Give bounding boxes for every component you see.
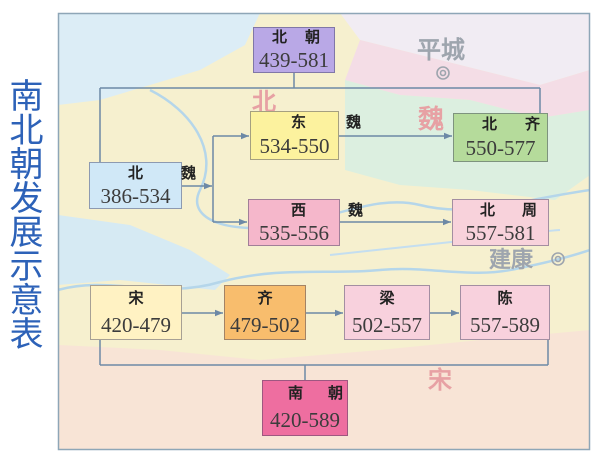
dynasty-years: 557-589 [470,312,540,337]
dynasty-name: 东魏 [291,113,402,131]
dynasty-box-xiwei: 西魏 535-556 [248,199,406,246]
capital-city-marker-icon [436,66,450,80]
dynasty-box-liang: 梁 502-557 [344,285,430,340]
connectors [99,73,549,380]
dynasty-box-song: 宋 420-479 [90,285,182,340]
panel-border [57,12,591,451]
map-label-jiankang: 建康 [489,247,534,273]
dynasty-box-nanchao: 南朝 420-589 [262,380,348,436]
dynasty-name: 北魏 [128,163,235,182]
dynasty-name: 陈 [497,288,513,307]
dynasty-years: 420-589 [270,408,340,433]
map-region-west [59,215,230,290]
dynasty-name: 西魏 [291,200,406,219]
dynasty-years: 502-557 [352,312,422,337]
dynasty-name: 宋 [128,288,144,307]
dynasty-years: 420-479 [101,312,171,337]
dynasty-box-chen: 陈 557-589 [460,285,550,340]
dynasty-box-qi: 齐 479-502 [224,285,306,340]
dynasty-years: 534-550 [259,134,330,158]
dynasty-name: 梁 [379,288,395,307]
dynasty-name: 南朝 [288,383,369,402]
dynasty-years: 439-581 [259,47,329,72]
map-region-north [340,14,589,85]
dynasty-years: 479-502 [230,312,300,337]
dynasty-box-beichao: 北朝 439-581 [253,27,335,73]
map-label-pingcheng: 平城 [417,36,465,64]
dynasty-box-beiwei: 北魏 386-534 [89,162,235,209]
dynasty-years: 550-577 [465,136,536,160]
dynasty-box-beiqi: 北齐 550-577 [453,113,548,162]
dynasty-years: 535-556 [259,220,329,245]
dynasty-box-dongwei: 东魏 534-550 [250,111,402,160]
dynasty-years: 386-534 [100,183,171,208]
dynasty-name: 北齐 [482,115,569,133]
dynasty-years: 557-581 [465,220,536,245]
map-region-northeast [345,40,589,118]
capital-city-marker-icon [551,252,565,266]
dynasty-box-beizhou: 北周 557-581 [452,199,549,246]
map-region-northwest [59,14,260,105]
dynasty-name: 北朝 [272,28,339,47]
dynasty-name: 北周 [480,200,565,219]
map-label-wei: 魏 [417,105,444,135]
map-label-song: 宋 [428,366,452,394]
page-title: 南北朝发展示意表 [3,78,43,350]
dynasty-name: 齐 [257,288,273,307]
